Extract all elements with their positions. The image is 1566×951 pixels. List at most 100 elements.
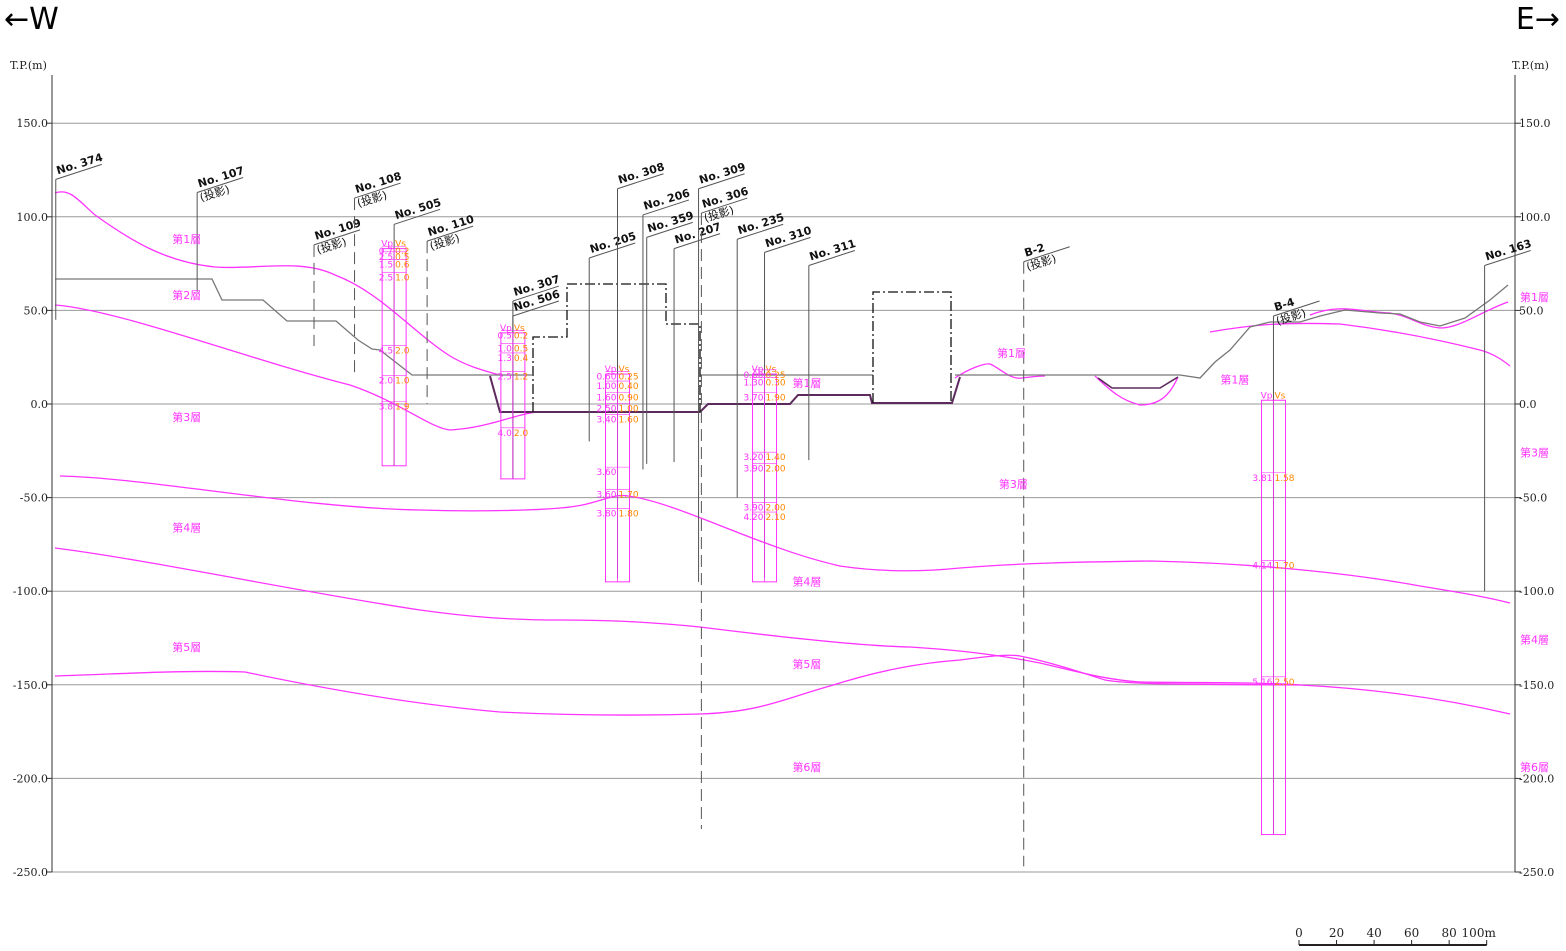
borehole-leader [313,229,361,246]
layer-label: 第1層 [172,232,201,246]
borehole-leader [701,197,748,214]
velocity-header-vs: Vs [514,324,525,334]
vp-value: 3.40 [596,416,616,426]
planned-structures [532,283,952,412]
layer-label: 第3層 [1520,445,1549,459]
vs-value: 0.2 [514,331,528,341]
borehole-name: No. 206 [642,186,692,212]
tick-label-left: -100.0 [13,585,48,598]
tick-label-left: 100.0 [17,211,49,224]
vp-value: 3.60 [596,468,616,478]
stratum-boundary-line [954,363,1046,379]
ground-surface-west [55,278,532,376]
vp-value: 4.14 [1252,562,1272,572]
vs-value: 1.00 [619,404,639,414]
tick-label-right: -50.0 [1519,492,1547,505]
borehole-leader [808,249,855,266]
vp-value: 3.90 [743,504,763,514]
stratum-boundary-line [54,547,1511,715]
ground-surface [55,278,1509,413]
layer-label: 第1層 [792,376,821,390]
vp-value: 1.00 [596,382,616,392]
velocity-header-vp: Vp [381,240,393,250]
vs-value: 1.40 [766,453,786,463]
vp-value: 2.50 [596,404,616,414]
vs-value: 2.00 [766,464,786,474]
tick-label-right: -200.0 [1519,772,1554,785]
layer-label: 第6層 [792,760,821,774]
borehole-leader [589,242,636,259]
vs-value: 0.4 [514,354,529,364]
velocity-header-vs: Vs [1274,391,1285,401]
vs-value: 2.50 [1274,678,1294,688]
borehole-name: B-4 [1273,295,1297,314]
vp-value: 1.60 [596,393,616,403]
vs-value: 0.5 [514,345,528,355]
stratum-boundary-line [54,304,541,431]
scale-label: 100m [1462,926,1497,940]
vs-value: 1.60 [619,416,639,426]
vs-value: 1.0 [395,273,410,283]
layer-label: 第1層 [1220,372,1249,386]
tick-label-right: 50.0 [1519,304,1544,317]
borehole-leader [426,225,474,242]
borehole-name: No. 505 [393,196,442,222]
plot-frame [51,75,1516,872]
scale-label: 0 [1295,926,1303,940]
excavation-line-east [1097,376,1179,389]
stratum-boundary-line [1209,322,1511,367]
axis-unit-right: T.P.(m) [1512,59,1549,72]
vp-value: 3.81 [1252,474,1272,484]
tick-label-left: 150.0 [17,117,49,130]
tick-label-left: 50.0 [24,304,49,317]
borehole-name: No. 374 [55,151,105,177]
borehole-leader [617,173,664,190]
vs-value: 0.30 [766,378,786,388]
vs-value: 0.40 [619,382,639,392]
layer-label: 第5層 [792,657,821,671]
vs-value: 1.70 [1274,562,1294,572]
scale-label: 40 [1366,926,1381,940]
borehole-leader [512,285,560,302]
vs-value: 2.0 [514,429,529,439]
vp-value: 0.7 [379,247,393,257]
tick-label-left: -150.0 [13,679,48,692]
vp-value: 2.5 [379,273,393,283]
vp-value: 1.3 [498,354,512,364]
borehole-name: B-2 [1023,241,1047,259]
vs-value: 2.0 [395,346,410,356]
west-direction-label: ←W [4,2,59,37]
vs-value: 1.0 [395,376,410,386]
vs-value: 1.90 [766,393,786,403]
vs-value: 1.58 [1274,474,1294,484]
vs-value: 1.80 [619,509,639,519]
vp-value: 5.16 [1252,678,1272,688]
vs-value: 0.6 [395,260,410,270]
scale-label: 80 [1442,926,1457,940]
axis-unit-left: T.P.(m) [10,59,47,72]
layer-label: 第4層 [1520,633,1549,647]
borehole-leader [1484,249,1531,266]
structure-outline-main [532,283,701,412]
velocity-header-vp: Vp [1261,391,1273,401]
stratum-boundary-line [54,654,1301,716]
vs-value: 0.25 [766,371,786,381]
borehole-leader [196,176,244,193]
vp-value: 3.60 [596,491,616,501]
layer-label: 第4層 [172,520,201,534]
vs-value: 0.25 [619,373,639,383]
vp-value: 2.5 [379,253,393,263]
vp-value: 1.30 [743,378,763,388]
tick-label-right: -250.0 [1519,866,1554,879]
layer-label: 第4層 [792,575,821,589]
tick-label-right: -150.0 [1519,679,1554,692]
vp-value: 3.90 [743,464,763,474]
borehole-name: No. 311 [808,237,857,263]
borehole-leader [354,182,401,199]
tick-label-left: -50.0 [20,492,48,505]
